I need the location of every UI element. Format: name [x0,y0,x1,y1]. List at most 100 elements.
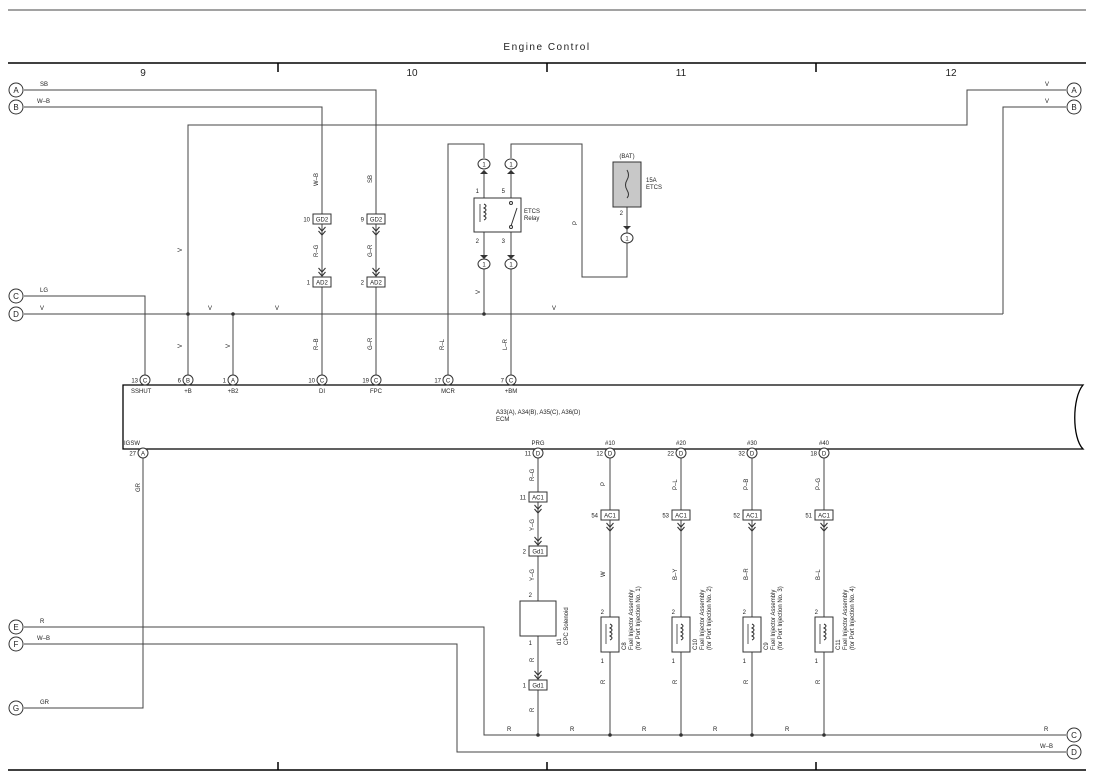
terminal-a-right: A [1066,82,1082,98]
svg-text:C: C [320,379,325,385]
svg-text:A: A [141,452,145,458]
wire-label: V [1045,82,1049,88]
svg-text:11: 11 [520,496,527,502]
etcs-relay: 1 1 1 5 ETCS Relay 2 3 1 1 [473,158,540,270]
svg-text:10: 10 [308,379,315,385]
header: Engine Control 9 10 11 12 [8,9,1086,79]
wire-label: V [552,306,556,312]
ecm-pin-di: C 10 DI [308,374,328,395]
svg-text:C: C [374,379,379,385]
svg-text:2: 2 [529,593,533,599]
ecm-pin-10: #10 D 12 [596,441,616,459]
section-number: 9 [140,68,146,79]
injector-code: C8 [622,642,628,650]
ecm-pin-fpc: C 19 FPC [362,374,383,395]
injector-code: C11 [836,639,842,650]
terminal-e-left: E [8,619,24,635]
purge-circuit: AC1 11 Gd1 2 2 1 d1 CPC Solenoid Gd1 1 [519,491,570,691]
svg-text:1: 1 [672,659,676,665]
injector-body [814,616,834,653]
svg-text:17: 17 [434,379,441,385]
wire-label: W–B [1040,744,1053,750]
terminal-c-left: C [8,288,24,304]
svg-text:B: B [186,379,190,385]
relay-sub: Relay [524,216,539,222]
injector-sub: (for Port Injection No. 4) [850,586,856,650]
injector-1: AC1 54 2 1 C8 Fuel Injector Assembly (fo… [591,509,642,665]
ecm-pin-bm: C 7 +BM [501,374,517,395]
connector-ad2 [366,276,386,288]
wire-label: R [816,679,822,684]
svg-text:B: B [1071,103,1076,112]
svg-text:AC1: AC1 [818,514,830,520]
connector-ac1 [814,509,834,521]
wire-label: P [601,482,607,486]
wire-label: R [601,679,607,684]
injector-3: AC1 52 2 1 C9 Fuel Injector Assembly (fo… [733,509,784,665]
svg-text:Gd1: Gd1 [532,550,544,556]
connector-ac1 [742,509,762,521]
svg-text:1: 1 [523,684,527,690]
svg-text:13: 13 [131,379,138,385]
svg-text:D: D [822,452,827,458]
ecm-pin-b2: A 1 +B2 [223,374,239,395]
cpc-name: CPC Solenoid [564,607,570,645]
terminal-g-left: G [8,700,24,716]
svg-text:53: 53 [662,514,669,520]
svg-text:12: 12 [596,452,603,458]
ecm-pin-mcr: C 17 MCR [434,374,455,395]
svg-text:2: 2 [361,281,365,287]
wire-label: V [226,344,232,348]
svg-text:1: 1 [509,263,513,269]
ecm-pin-igsw: IGSW A 27 [124,441,149,459]
wire-label: W–B [37,636,50,642]
svg-text:AC1: AC1 [746,514,758,520]
svg-text:11: 11 [525,452,532,458]
svg-text:1: 1 [509,163,513,169]
section-number: 10 [406,68,418,79]
terminal-f-left: F [8,636,24,652]
wire-label: V [1045,99,1049,105]
svg-text:D: D [13,310,19,319]
wires [24,89,1066,753]
wire-label: R [673,679,679,684]
svg-text:C: C [1071,731,1077,740]
ecm-block: A33(A), A34(B), A35(C), A36(D) ECM [122,384,1085,450]
connector-ad2 [312,276,332,288]
terminal-b-right: B [1066,99,1082,115]
svg-text:2: 2 [601,610,605,616]
svg-text:22: 22 [667,452,674,458]
svg-text:C: C [13,292,19,301]
wire-label: SB [40,82,48,88]
terminal-markers: A B C D E F G A B C D [8,82,1082,760]
wire-label: P [573,221,579,225]
svg-text:D: D [679,452,684,458]
svg-text:2: 2 [672,610,676,616]
svg-text:19: 19 [362,379,369,385]
wire-label: V [208,306,212,312]
relay-body [473,197,522,233]
svg-text:#20: #20 [676,441,687,447]
svg-text:2: 2 [620,211,624,217]
injector-code: C9 [764,642,770,650]
svg-text:A: A [231,379,235,385]
svg-text:18: 18 [810,452,817,458]
wire-label: P–L [673,479,679,490]
ecm-pin-40: #40 D 18 [810,441,830,459]
svg-text:G: G [13,704,19,713]
svg-text:7: 7 [501,379,505,385]
svg-text:SSHUT: SSHUT [131,389,152,395]
wire-label: B–L [816,569,822,580]
injector-body [671,616,691,653]
ecm-pin-b: B 6 +B [178,374,194,395]
svg-text:2: 2 [815,610,819,616]
ecm-pin-30: #30 D 32 [738,441,758,459]
wire-label: R [530,707,536,712]
fuse-box [612,161,642,208]
svg-text:2: 2 [476,239,480,245]
wire-label: Y–G [530,569,536,581]
relay-name: ETCS [524,209,540,215]
svg-text:27: 27 [129,452,136,458]
section-number: 11 [676,68,687,79]
wire-label: R [507,727,512,733]
